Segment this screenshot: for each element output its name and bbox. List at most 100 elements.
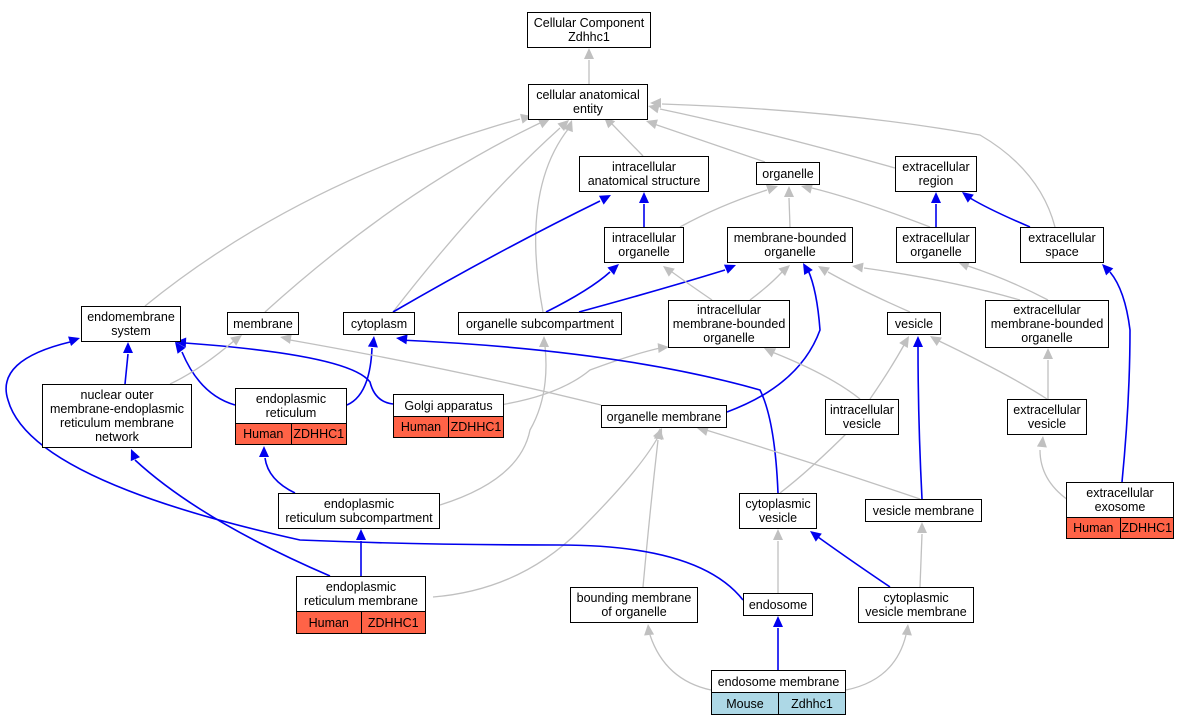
node-cytoplasmic-vesicle-membrane[interactable]: cytoplasmic vesicle membrane [858, 587, 974, 623]
edge-arrowhead [917, 522, 927, 533]
node-label: membrane-bounded organelle [733, 231, 847, 259]
node-extracellular-space[interactable]: extracellular space [1020, 227, 1104, 263]
node-label: endoplasmic reticulum membrane [304, 580, 418, 608]
node-organelle-subcompartment[interactable]: organelle subcompartment [458, 312, 622, 335]
node-er-membrane[interactable]: endoplasmic reticulum membrane [296, 576, 426, 612]
edge-arrowhead [367, 336, 378, 348]
part-of-edge [399, 339, 779, 494]
node-endosome[interactable]: endosome [743, 593, 813, 616]
node-endomembrane-system[interactable]: endomembrane system [81, 306, 181, 342]
edge-arrowhead [697, 426, 709, 436]
edge-arrowhead [356, 529, 366, 540]
node-extracellular-region[interactable]: extracellular region [895, 156, 977, 192]
part-of-edge [578, 269, 726, 313]
part-of-edge [817, 536, 891, 588]
node-label: endosome membrane [717, 674, 840, 689]
node-intracellular-anatomical-structure[interactable]: intracellular anatomical structure [579, 156, 709, 192]
is-a-edge [289, 339, 602, 406]
edge-arrowhead [901, 624, 912, 636]
is-a-edge [1039, 449, 1069, 501]
node-endosome-membrane[interactable]: endosome membrane [711, 670, 846, 693]
node-extracellular-exosome[interactable]: extracellular exosome [1066, 482, 1174, 518]
node-cytoplasmic-vesicle[interactable]: cytoplasmic vesicle [739, 493, 817, 529]
part-of-edge [5, 341, 744, 601]
node-organelle-membrane[interactable]: organelle membrane [601, 405, 727, 428]
node-label: bounding membrane of organelle [576, 591, 692, 619]
node-vesicle[interactable]: vesicle [887, 312, 941, 335]
edge-arrowhead [765, 184, 778, 195]
edge-arrowhead [801, 183, 813, 194]
is-a-edge [779, 429, 851, 494]
is-a-edge [863, 267, 1021, 301]
node-label: endomembrane system [87, 310, 175, 338]
node-extracellular-organelle[interactable]: extracellular organelle [896, 227, 976, 263]
edge-arrowhead [764, 348, 777, 358]
edge-arrowhead [557, 120, 569, 132]
node-extracellular-vesicle[interactable]: extracellular vesicle [1007, 399, 1087, 435]
is-a-edge [264, 122, 541, 313]
is-a-edge [705, 429, 921, 500]
badge-species: Human [1067, 518, 1120, 538]
is-a-edge [661, 103, 1056, 228]
edge-arrowhead [563, 120, 573, 133]
edge-arrowhead [1036, 436, 1047, 448]
node-vesicle-membrane[interactable]: vesicle membrane [865, 499, 982, 522]
node-er-subcompartment[interactable]: endoplasmic reticulum subcompartment [278, 493, 440, 529]
node-nuclear-outer-membrane-er-network[interactable]: nuclear outer membrane-endoplasmic retic… [42, 384, 192, 448]
edge-arrowhead [130, 449, 140, 462]
node-intracellular-membrane-bounded-organelle[interactable]: intracellular membrane-bounded organelle [668, 300, 790, 348]
badge-species: Mouse [712, 693, 778, 714]
node-label: organelle membrane [606, 409, 722, 424]
node-organelle[interactable]: organelle [756, 162, 820, 185]
node-intracellular-organelle[interactable]: intracellular organelle [604, 227, 684, 263]
node-membrane-bounded-organelle[interactable]: membrane-bounded organelle [727, 227, 853, 263]
edge-arrowhead [931, 192, 941, 203]
node-intracellular-vesicle[interactable]: intracellular vesicle [825, 399, 899, 435]
badge-gene: ZDHHC1 [1119, 518, 1173, 538]
badge-species: Human [394, 417, 448, 437]
node-cytoplasm[interactable]: cytoplasm [343, 312, 415, 335]
is-a-edge [144, 118, 521, 307]
node-label: extracellular vesicle [1013, 403, 1081, 431]
part-of-edge [969, 197, 1031, 228]
node-label: vesicle membrane [872, 503, 975, 518]
node-endoplasmic-reticulum[interactable]: endoplasmic reticulum [235, 388, 347, 424]
part-of-edge [124, 353, 129, 385]
node-label: intracellular vesicle [830, 403, 894, 431]
node-membrane[interactable]: membrane [227, 312, 299, 335]
is-a-edge [432, 436, 659, 598]
node-label: endosome [748, 597, 808, 612]
is-a-edge [788, 197, 791, 228]
edge-arrowhead [598, 195, 611, 205]
node-golgi-apparatus[interactable]: Golgi apparatus [393, 394, 504, 417]
edge-arrowhead [778, 265, 790, 277]
node-label: membrane [233, 316, 293, 331]
node-cellular-anatomical-entity[interactable]: cellular anatomical entity [528, 84, 648, 120]
part-of-edge [917, 345, 923, 500]
edge-arrowhead [818, 266, 830, 276]
is-a-edge [771, 351, 861, 400]
is-a-edge [611, 123, 644, 157]
edge-arrowhead [723, 264, 736, 274]
edge-arrowhead [913, 336, 923, 347]
node-label: endoplasmic reticulum subcompartment [285, 497, 433, 525]
is-a-edge [659, 108, 896, 169]
is-a-edge [169, 339, 236, 385]
node-extracellular-membrane-bounded-organelle[interactable]: extracellular membrane-bounded organelle [985, 300, 1109, 348]
edge-arrowhead [230, 335, 242, 346]
part-of-edge [346, 347, 373, 406]
node-label: vesicle [894, 316, 934, 331]
edge-arrowhead [175, 342, 186, 354]
node-label: extracellular space [1028, 231, 1096, 259]
edge-arrowhead [123, 342, 133, 353]
edge-arrowhead [280, 334, 292, 344]
node-cellular-component-root[interactable]: Cellular Component Zdhhc1 [527, 12, 651, 48]
is-a-edge [749, 271, 783, 301]
edge-arrowhead [653, 428, 664, 440]
node-bounding-membrane-of-organelle[interactable]: bounding membrane of organelle [570, 587, 698, 623]
node-label: intracellular anatomical structure [587, 160, 701, 188]
